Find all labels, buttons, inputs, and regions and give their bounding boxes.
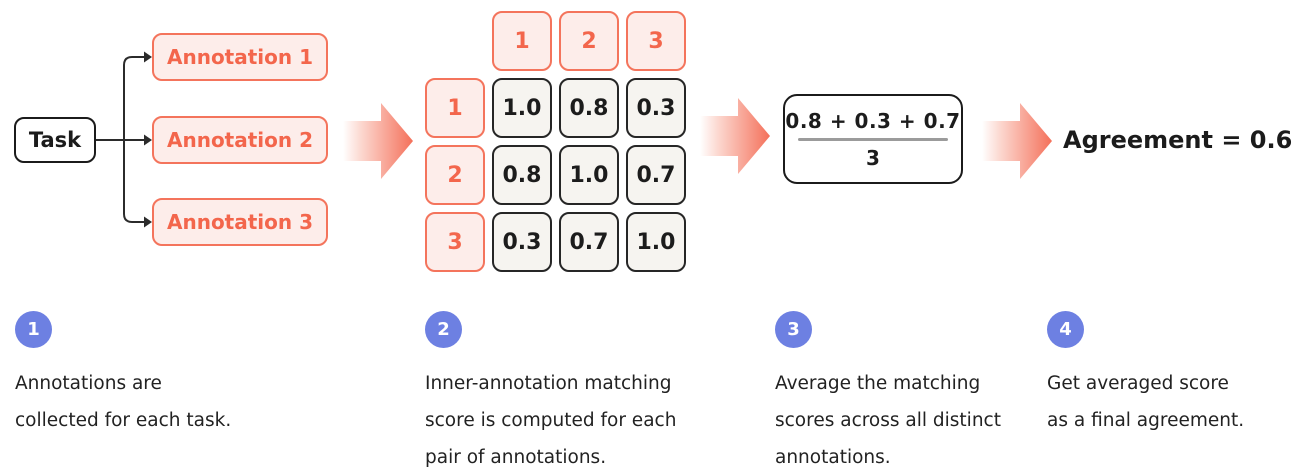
matrix-row-header: 2 — [425, 145, 485, 205]
matrix-cell: 1.0 — [559, 145, 619, 205]
fraction-numerator: 0.8 + 0.3 + 0.7 — [785, 108, 961, 133]
arrowhead-icon — [144, 51, 152, 63]
annotation-1-label: Annotation 1 — [166, 45, 314, 69]
step-3-badge: 3 — [775, 311, 812, 348]
step-1: 1 Annotations are collected for each tas… — [15, 311, 231, 439]
flow-arrow-icon — [700, 98, 770, 174]
annotation-2-box: Annotation 2 — [152, 116, 328, 164]
arrowhead-icon — [144, 216, 152, 228]
matrix-cell: 0.3 — [492, 212, 552, 272]
matrix-cell: 0.3 — [626, 78, 686, 138]
annotation-3-box: Annotation 3 — [152, 198, 328, 246]
step-4: 4 Get averaged score as a final agreemen… — [1047, 311, 1244, 439]
matrix-cell: 0.8 — [559, 78, 619, 138]
annotation-3-label: Annotation 3 — [166, 210, 314, 234]
flow-arrow-icon — [343, 103, 413, 179]
matrix-row-header: 1 — [425, 78, 485, 138]
matrix-cell: 0.7 — [559, 212, 619, 272]
step-3: 3 Average the matching scores across all… — [775, 311, 1001, 472]
fraction-divider — [798, 137, 948, 141]
flow-arrow-icon — [982, 103, 1052, 179]
matrix-col-header: 1 — [492, 11, 552, 71]
step-4-description: Get averaged score as a final agreement. — [1047, 373, 1245, 431]
task-label: Task — [28, 128, 82, 152]
matrix-col-header: 3 — [626, 11, 686, 71]
matrix-corner — [425, 11, 485, 71]
task-box: Task — [14, 117, 96, 163]
matching-score-matrix: 1 2 3 1 1.0 0.8 0.3 2 0.8 1.0 0.7 3 0.3 … — [425, 11, 686, 272]
step-2-badge: 2 — [425, 311, 462, 348]
matrix-row-header: 3 — [425, 212, 485, 272]
annotation-1-box: Annotation 1 — [152, 33, 328, 81]
task-branch-connector — [96, 51, 152, 228]
step-1-description: Annotations are collected for each task. — [15, 373, 232, 431]
step-3-description: Average the matching scores across all d… — [775, 373, 1001, 468]
average-fraction-box: 0.8 + 0.3 + 0.7 3 — [783, 94, 963, 184]
step-2-description: Inner-annotation matching score is compu… — [425, 373, 677, 468]
step-1-badge: 1 — [15, 311, 52, 348]
arrowhead-icon — [144, 134, 152, 146]
step-4-badge: 4 — [1047, 311, 1084, 348]
matrix-cell: 1.0 — [492, 78, 552, 138]
annotation-2-label: Annotation 2 — [166, 128, 314, 152]
matrix-col-header: 2 — [559, 11, 619, 71]
matrix-cell: 0.8 — [492, 145, 552, 205]
agreement-result: Agreement = 0.6 — [1063, 126, 1293, 154]
matrix-cell: 0.7 — [626, 145, 686, 205]
fraction-denominator: 3 — [866, 145, 880, 170]
step-2: 2 Inner-annotation matching score is com… — [425, 311, 676, 472]
matrix-cell: 1.0 — [626, 212, 686, 272]
